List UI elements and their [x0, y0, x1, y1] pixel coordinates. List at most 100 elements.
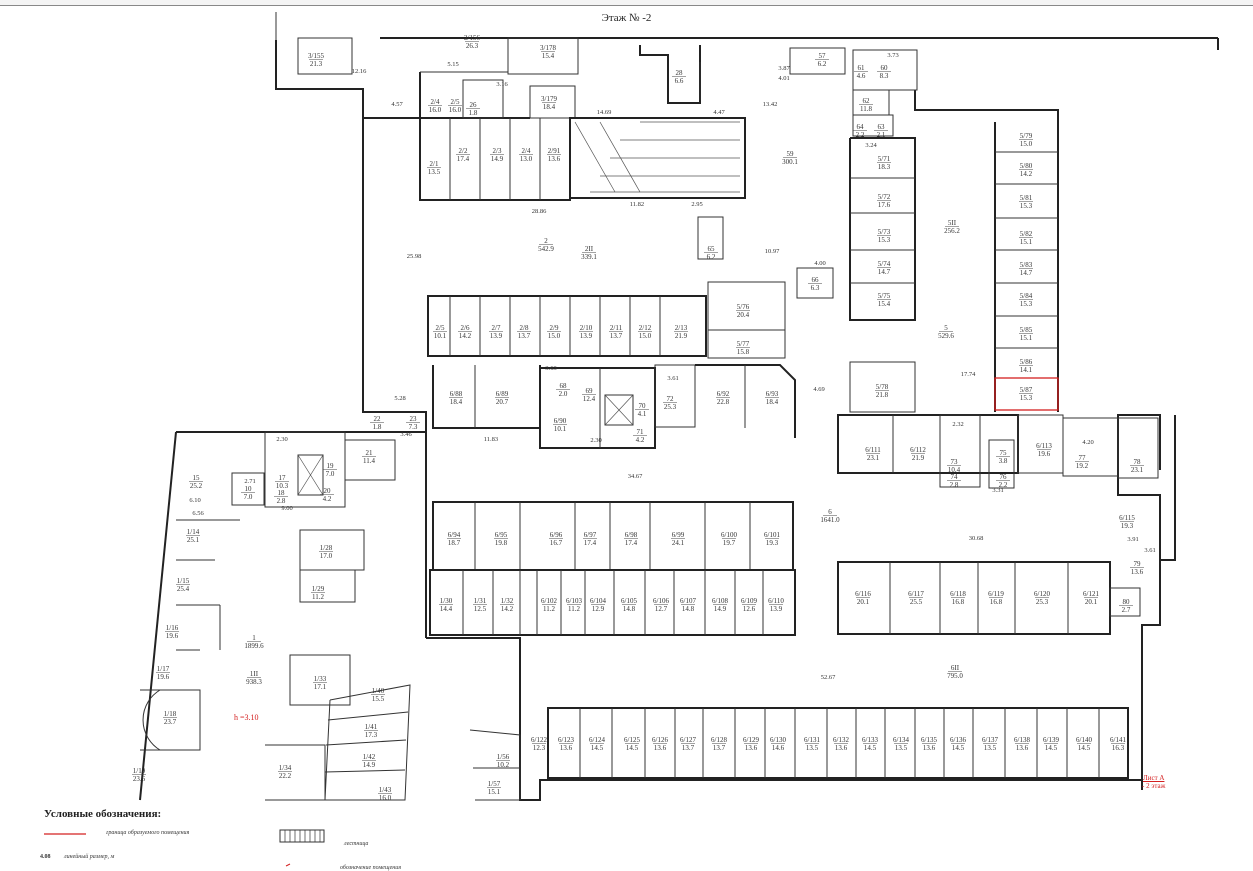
room-number: 23 — [410, 415, 418, 423]
room-area: 16.8 — [952, 598, 965, 606]
room-number: 6/113 — [1036, 442, 1052, 450]
room-number: 5/86 — [1020, 358, 1033, 366]
room-number: 21 — [366, 449, 374, 457]
room-number: 6/101 — [764, 531, 780, 539]
room-area: 2.7 — [1122, 606, 1131, 614]
room-number: 2/5 — [436, 324, 445, 332]
sheet-reference[interactable]: Лист А - 2 этаж — [1142, 774, 1165, 790]
room-area: 14.9 — [363, 761, 376, 769]
ceiling-height-note: h =3.10 — [234, 713, 259, 722]
room-label: 714.2 — [633, 428, 647, 444]
dimension-label: 2.30 — [590, 437, 601, 444]
room-area: 8.3 — [880, 72, 889, 80]
room-number: 5/77 — [737, 340, 750, 348]
room-area: 14.4 — [440, 605, 453, 613]
room-number: 6/107 — [680, 597, 696, 605]
room-label: 2/713.9 — [489, 324, 503, 340]
room-number: 6/96 — [550, 531, 563, 539]
room-label: 2/516.0 — [448, 98, 462, 114]
room-area: 11.8 — [860, 105, 872, 113]
dimension-label: 6.56 — [192, 510, 204, 517]
room-number: 5/71 — [878, 155, 891, 163]
room-label: 632.1 — [874, 123, 888, 139]
room-label: 2/113.5 — [427, 160, 441, 176]
room-number: 68 — [560, 382, 568, 390]
room-area: 1641.0 — [820, 516, 840, 524]
dimension-label: 2.30 — [276, 436, 287, 443]
room-number: 28 — [676, 69, 684, 77]
dimension-label: 30.68 — [969, 535, 984, 542]
room-area: 14.1 — [1020, 366, 1033, 374]
room-number: 77 — [1079, 454, 1087, 462]
dimension-label: 4.69 — [813, 386, 824, 393]
room-area: 17.4 — [457, 155, 470, 163]
room-area: 20.7 — [496, 398, 509, 406]
room-area: 13.6 — [654, 744, 667, 752]
room-label: 704.1 — [635, 402, 649, 418]
room-number: 74 — [951, 473, 959, 481]
room-area: 13.5 — [984, 744, 997, 752]
room-area: 10.2 — [497, 761, 510, 769]
room-area: 18.4 — [450, 398, 463, 406]
room-area: 13.7 — [610, 332, 623, 340]
room-number: 6/110 — [768, 597, 784, 605]
room-area: 25.4 — [177, 585, 190, 593]
dimension-label: 28.86 — [532, 208, 547, 215]
room-area: 6.6 — [675, 77, 684, 85]
legend-room-number-text: обозначение помещения — [340, 865, 402, 871]
dimension-label: 52.67 — [821, 674, 836, 681]
legend-stairs-text: лестница — [344, 841, 369, 847]
room-area: 14.8 — [682, 605, 695, 613]
room-number: 5/74 — [878, 260, 891, 268]
room-area: 17.0 — [320, 552, 333, 560]
highlighted-room-5-87 — [994, 377, 1059, 411]
room-area: 3.8 — [999, 457, 1008, 465]
room-number: 61 — [858, 64, 866, 72]
room-number: 2/7 — [492, 324, 501, 332]
room-number: 22 — [374, 415, 382, 423]
room-number: 62 — [863, 97, 871, 105]
room-area: 7.3 — [409, 423, 418, 431]
room-number: 6/128 — [711, 736, 727, 744]
room-label: 614.6 — [854, 64, 868, 80]
room-area: 2.1 — [877, 131, 886, 139]
room-area: 20.1 — [1085, 598, 1098, 606]
room-area: 20.1 — [857, 598, 870, 606]
sheet-ref-line2: - 2 этаж — [1142, 782, 1166, 790]
room-area: 22.8 — [717, 398, 730, 406]
room-number: 6/141 — [1110, 736, 1126, 744]
legend-stairs-icon — [279, 829, 325, 843]
room-area: 15.3 — [1020, 394, 1033, 402]
room-label: 2/614.2 — [458, 324, 472, 340]
room-area: 529.6 — [938, 332, 954, 340]
